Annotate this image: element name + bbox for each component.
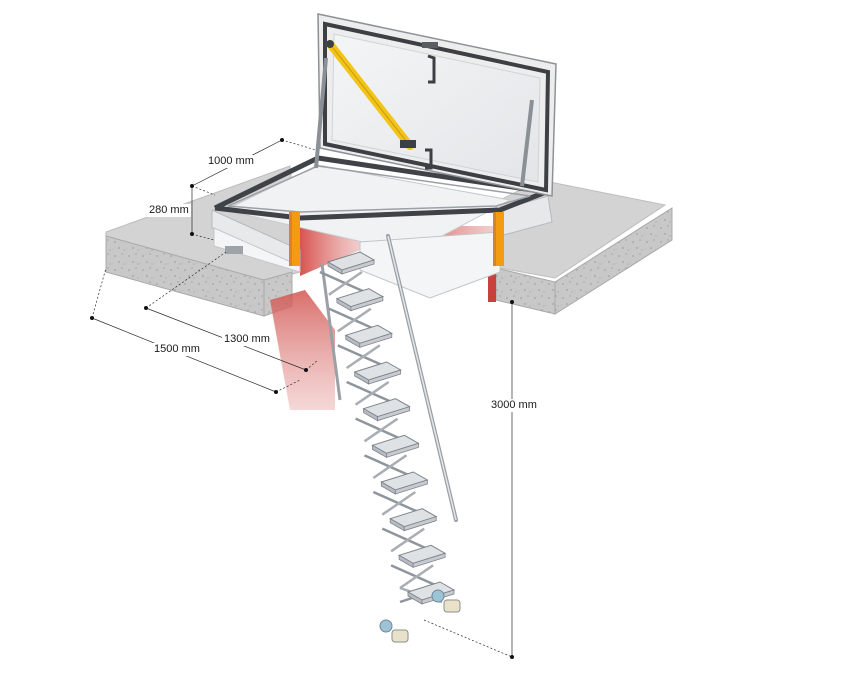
curb-lower-box <box>213 227 301 273</box>
dim-label-width: 1000 mm <box>206 155 256 168</box>
foot-pad-right <box>443 599 461 613</box>
ladder-step-edge <box>386 442 419 458</box>
dim-dot <box>190 232 194 236</box>
handle <box>427 54 436 84</box>
foot-wheel-right <box>431 589 445 603</box>
trim-left <box>289 212 300 266</box>
dim-dot <box>274 390 278 394</box>
handle-2 <box>425 148 433 170</box>
slab-side-right <box>554 207 673 315</box>
ladder-step-edge <box>341 259 375 275</box>
ladder-step-edge <box>368 369 402 385</box>
lid-inner-panel <box>331 33 541 183</box>
stay-arm-foot <box>400 140 416 148</box>
dim-label-curb-height: 280 mm <box>147 204 191 217</box>
hatch-curb <box>211 155 553 299</box>
ladder-step-edge <box>350 296 384 312</box>
dim-1500-ext-b <box>275 379 301 393</box>
dim-label-outer-length: 1500 mm <box>152 343 202 356</box>
curb-gasket-inner <box>227 165 531 213</box>
dim-1300-ext-b <box>305 359 319 371</box>
stay-arm-pivot <box>326 40 334 48</box>
dim-1000-ext-a <box>281 139 317 151</box>
foot-pad-left <box>391 629 409 643</box>
dim-label-floor-height: 3000 mm <box>489 399 539 412</box>
scissor-link <box>381 490 417 516</box>
scissor-link <box>328 270 363 296</box>
scissor-link <box>372 454 408 480</box>
ladder-step-edge <box>403 516 437 532</box>
gas-strut-right <box>520 99 534 187</box>
gas-strut-left <box>314 57 328 169</box>
dim-dot <box>144 306 148 310</box>
scissor-link <box>363 417 399 443</box>
dim-dot <box>510 655 514 659</box>
lid-label <box>422 42 438 48</box>
handrail-2 <box>320 263 342 401</box>
ladder-feet <box>379 589 461 643</box>
handrail-highlight <box>387 235 457 521</box>
ladder-steps <box>319 251 456 605</box>
scissor-link <box>345 344 381 370</box>
curb-base-box <box>359 231 501 299</box>
scissor-link <box>399 564 434 590</box>
dim-dot <box>190 184 194 188</box>
curb-gasket <box>213 155 549 221</box>
opening-left-panel <box>270 290 335 410</box>
trim-left-shade <box>289 212 292 266</box>
dim-dot <box>90 316 94 320</box>
lid-seal <box>323 21 551 193</box>
scissor-ladder <box>319 234 461 643</box>
dim-label-inner-length: 1300 mm <box>222 333 272 346</box>
dim-1000-ext-b <box>191 185 216 196</box>
yellow-stay-arm-edge <box>329 43 411 147</box>
ladder-step-edge <box>359 332 393 348</box>
hatch-lid <box>314 13 557 197</box>
ladder-step-edge <box>377 406 410 422</box>
dimension-markers <box>90 138 514 659</box>
scissor-link <box>354 380 390 406</box>
scissor-link <box>337 307 372 333</box>
latch-tab <box>225 246 243 254</box>
dim-dot <box>304 368 308 372</box>
dim-3000-ext <box>423 619 513 658</box>
ladder-step-edge <box>394 479 428 495</box>
dim-1300-ext-a <box>145 251 227 309</box>
trim-right <box>493 212 504 266</box>
dim-1500-ext-a <box>91 267 107 319</box>
foot-wheel-left <box>379 619 393 633</box>
dim-dot <box>510 300 514 304</box>
trim-right-shade <box>493 212 496 266</box>
dim-dot <box>280 138 284 142</box>
ladder-step-edge <box>412 552 446 568</box>
scissor-link <box>390 527 425 553</box>
